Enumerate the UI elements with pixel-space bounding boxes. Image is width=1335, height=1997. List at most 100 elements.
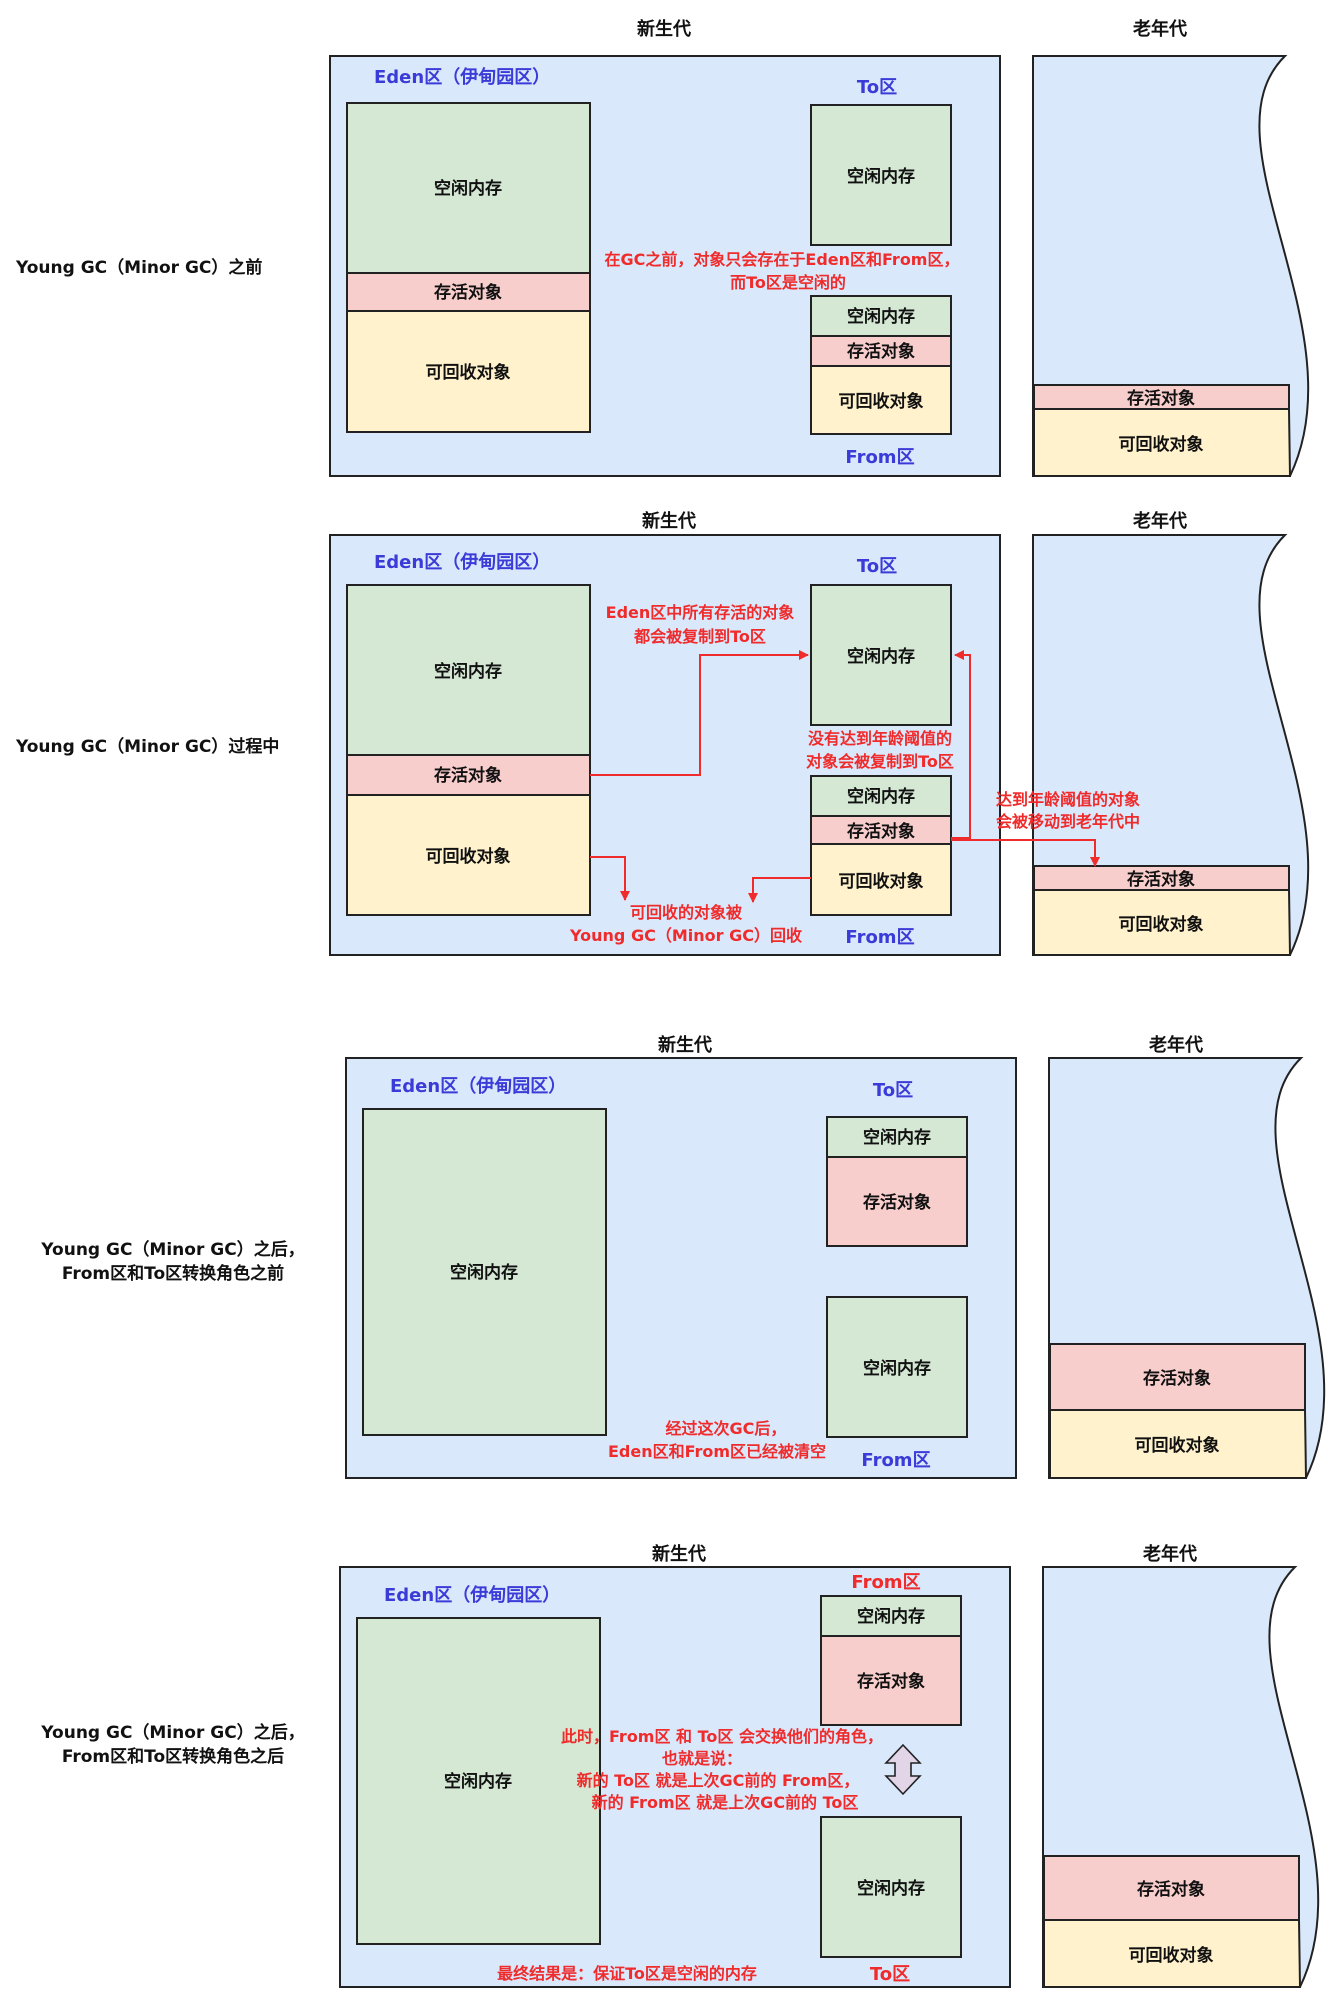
to-free-label: 空闲内存 [863, 1127, 931, 1148]
from-free-label: 空闲内存 [863, 1358, 931, 1379]
old-gen-area [1032, 534, 1310, 956]
from-free-block [810, 295, 952, 337]
from-free-label: 空闲内存 [857, 1606, 925, 1627]
note-eden-copy-2: 都会被复制到To区 [633, 627, 766, 646]
old-live-label: 存活对象 [1143, 1368, 1211, 1389]
old-live-block [1049, 1343, 1306, 1411]
from-live-label: 存活对象 [847, 821, 915, 842]
old-garbage-label: 可回收对象 [1119, 914, 1204, 935]
note-swap-1: 此时，From区 和 To区 会交换他们的角色， [561, 1727, 883, 1746]
from-area-label: From区 [861, 1450, 930, 1471]
note-swap-2: 也就是说： [662, 1749, 742, 1768]
old-garbage-block [1033, 889, 1292, 956]
to-free-label: 空闲内存 [857, 1878, 925, 1899]
from-live-label: 存活对象 [857, 1671, 925, 1692]
from-area-label: From区 [851, 1572, 920, 1593]
eden-label: Eden区（伊甸园区） [390, 1075, 566, 1097]
stage-during: Young GC（Minor GC）过程中 新生代 老年代 Eden区（伊甸园区… [15, 510, 1310, 956]
eden-free-block [356, 1617, 601, 1945]
from-free-label: 空闲内存 [847, 306, 915, 327]
eden-garbage-label: 可回收对象 [426, 362, 511, 383]
from-garbage-block [810, 365, 952, 435]
old-gen-header: 老年代 [1133, 18, 1187, 40]
note-before-2: 而To区是空闲的 [730, 273, 846, 292]
note-final: 最终结果是：保证To区是空闲的内存 [497, 1964, 757, 1983]
note-promote-1: 达到年龄阈值的对象 [996, 790, 1140, 809]
old-garbage-block [1033, 408, 1292, 477]
eden-free-label: 空闲内存 [444, 1771, 512, 1792]
eden-live-label: 存活对象 [434, 765, 502, 786]
eden-garbage-block [346, 794, 591, 916]
old-garbage-block [1043, 1919, 1302, 1988]
from-free-block [826, 1296, 968, 1438]
old-garbage-label: 可回收对象 [1135, 1435, 1220, 1456]
arrow-eden-to-to [590, 650, 809, 776]
arrow-eden-collect [590, 856, 630, 901]
stage-before: Young GC（Minor GC）之前 新生代 老年代 Eden区（伊甸园区）… [15, 18, 1310, 477]
eden-garbage-label: 可回收对象 [426, 846, 511, 867]
young-gen-header: 新生代 [642, 510, 696, 532]
eden-live-label: 存活对象 [434, 282, 502, 303]
note-age-1: 没有达到年龄阈值的 [808, 729, 952, 748]
to-area-label: To区 [857, 77, 897, 98]
to-live-block [826, 1156, 968, 1247]
to-free-block [820, 1816, 962, 1958]
old-live-block [1043, 1855, 1300, 1921]
note-eden-copy-1: Eden区中所有存活的对象 [606, 603, 795, 622]
stage-after-swap: Young GC（Minor GC）之后， From区和To区转换角色之后 新生… [40, 1543, 1320, 1988]
stage-before-title: Young GC（Minor GC）之前 [15, 257, 262, 278]
stage-after-swap-title-2: From区和To区转换角色之后 [62, 1746, 284, 1767]
to-free-block [826, 1116, 968, 1158]
eden-free-block [346, 584, 591, 756]
old-live-block [1033, 865, 1290, 891]
from-garbage-label: 可回收对象 [839, 391, 924, 412]
from-garbage-label: 可回收对象 [839, 871, 924, 892]
to-area-label: To区 [857, 556, 897, 577]
old-gen-header: 老年代 [1133, 510, 1187, 532]
from-garbage-block [810, 843, 952, 916]
stage-after-swap-title-1: Young GC（Minor GC）之后， [40, 1722, 304, 1743]
stage-after-before-swap-title-1: Young GC（Minor GC）之后， [40, 1239, 304, 1260]
from-live-label: 存活对象 [847, 341, 915, 362]
swap-arrow-icon [884, 1743, 922, 1796]
eden-garbage-block [346, 310, 591, 433]
old-gen-area [1032, 55, 1310, 477]
from-live-block [820, 1635, 962, 1726]
eden-label: Eden区（伊甸园区） [374, 551, 550, 573]
note-collect-1: 可回收的对象被 [630, 903, 743, 922]
to-area-label: To区 [873, 1080, 913, 1101]
note-swap-3: 新的 To区 就是上次GC前的 From区， [577, 1771, 860, 1790]
eden-free-block [346, 102, 591, 274]
old-live-block [1033, 384, 1290, 410]
arrow-from-collect [748, 877, 811, 903]
eden-free-label: 空闲内存 [450, 1262, 518, 1283]
old-garbage-label: 可回收对象 [1119, 434, 1204, 455]
stage-during-title: Young GC（Minor GC）过程中 [15, 736, 279, 757]
eden-free-label: 空闲内存 [434, 661, 502, 682]
old-garbage-block [1049, 1409, 1308, 1479]
note-promote-2: 会被移动到老年代中 [996, 812, 1140, 831]
note-cleared-2: Eden区和From区已经被清空 [608, 1442, 826, 1461]
young-gen-header: 新生代 [658, 1034, 712, 1056]
note-collect-2: Young GC（Minor GC）回收 [569, 926, 802, 945]
arrow-from-to-to [951, 650, 971, 839]
to-free-label: 空闲内存 [847, 166, 915, 187]
young-gen-header: 新生代 [637, 18, 691, 40]
to-area-label: To区 [870, 1964, 910, 1985]
note-swap-4: 新的 From区 就是上次GC前的 To区 [592, 1793, 859, 1812]
old-live-label: 存活对象 [1137, 1879, 1205, 1900]
note-age-2: 对象会被复制到To区 [806, 752, 954, 771]
note-before-1: 在GC之前，对象只会存在于Eden区和From区， [605, 250, 960, 269]
eden-label: Eden区（伊甸园区） [384, 1584, 560, 1606]
eden-label: Eden区（伊甸园区） [374, 66, 550, 88]
note-cleared-1: 经过这次GC后， [666, 1419, 787, 1438]
old-gen-header: 老年代 [1149, 1034, 1203, 1056]
to-free-label: 空闲内存 [847, 646, 915, 667]
from-free-label: 空闲内存 [847, 786, 915, 807]
stage-after-before-swap-title-2: From区和To区转换角色之前 [62, 1263, 284, 1284]
from-area-label: From区 [845, 447, 914, 468]
from-area-label: From区 [845, 927, 914, 948]
stage-after-before-swap: Young GC（Minor GC）之后， From区和To区转换角色之前 新生… [40, 1034, 1326, 1479]
arrow-from-to-old [951, 839, 1100, 867]
